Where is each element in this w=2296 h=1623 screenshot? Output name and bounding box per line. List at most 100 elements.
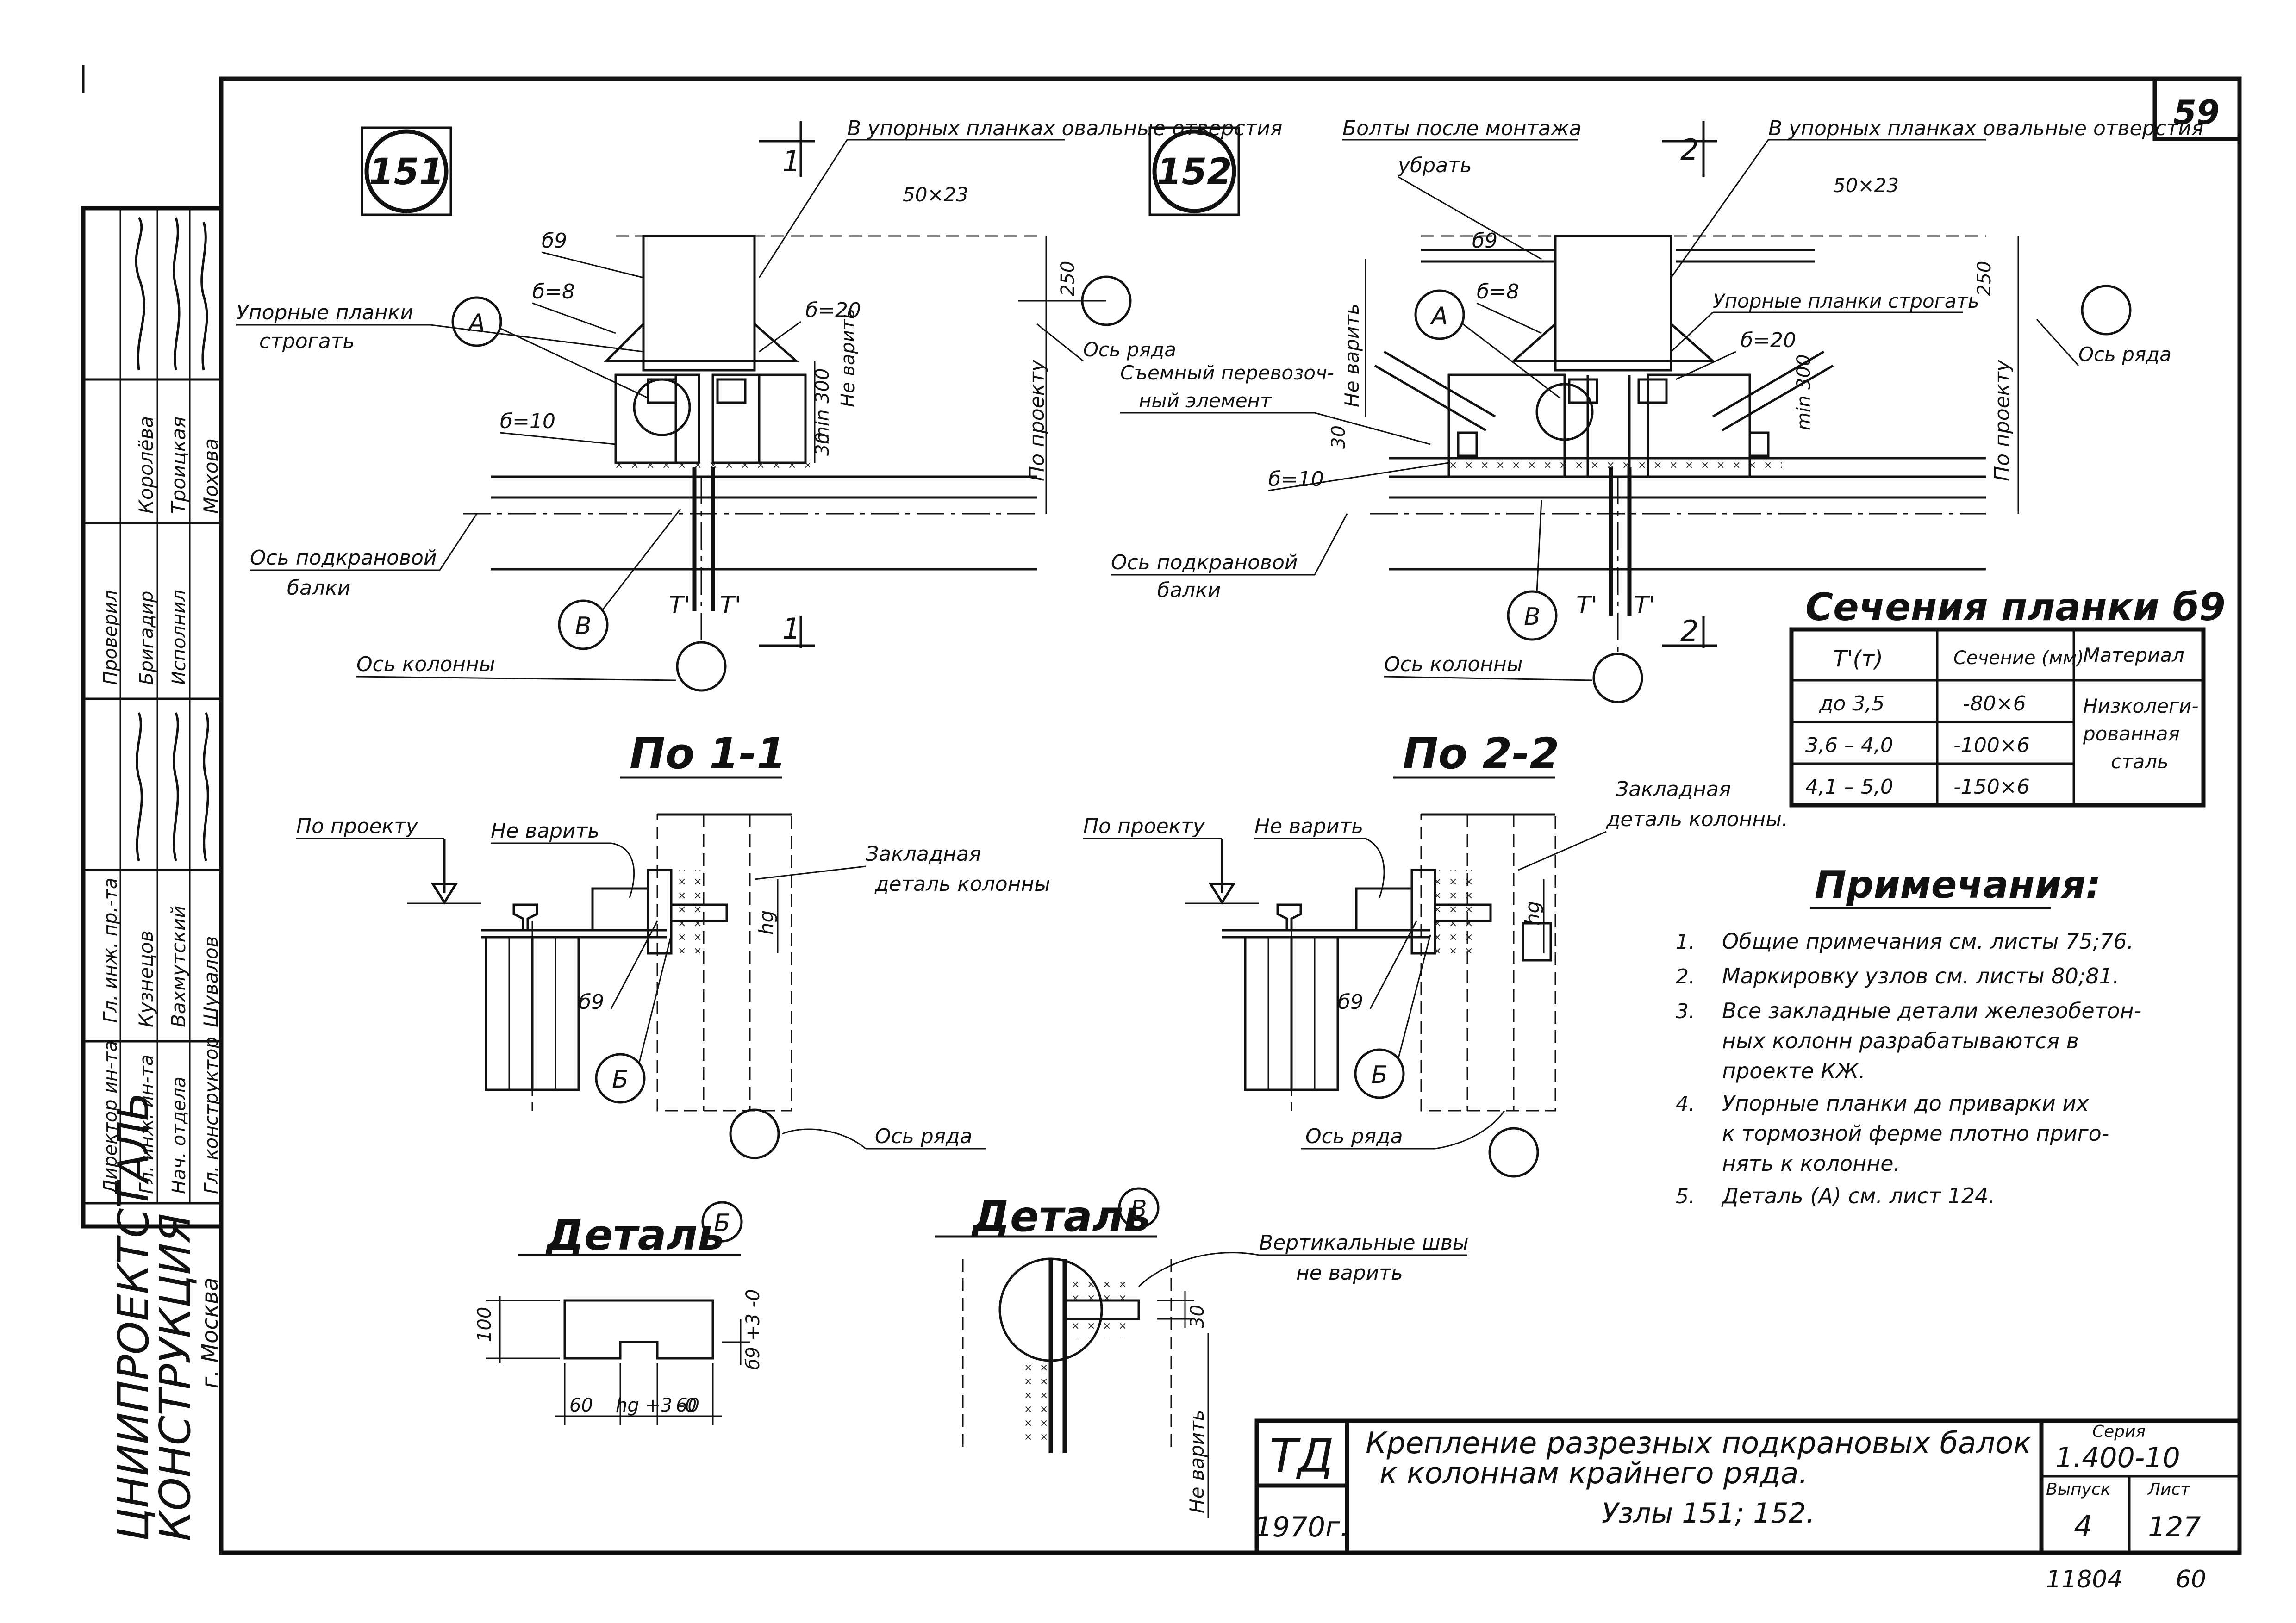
stamp-role-2: Гл. инж. ин-та <box>136 1055 157 1194</box>
stop-plate-left <box>603 321 645 362</box>
sheet-label: Лист <box>2147 1480 2190 1499</box>
dim-30: 30 <box>812 432 833 456</box>
detail-b-drawing: Деталь Б 100 б9 +3 -0 60 hg +3 -0 60 <box>474 1201 764 1425</box>
detail-v-note-1: Вертикальные швы <box>1259 1231 1469 1255</box>
callout-b20: б=20 <box>1741 329 1796 352</box>
detail-a: А <box>1430 302 1448 330</box>
stop-plates-note: Упорные планки строгать <box>1713 290 1979 312</box>
axis-beam-label-2: балки <box>287 576 350 600</box>
note-4-line-2: к тормозной ферме плотно приго- <box>1722 1121 2109 1146</box>
table-row2-t: 3,6 – 4,0 <box>1805 734 1893 757</box>
stamp-name-1: Кузнецов <box>135 931 157 1027</box>
axis-row-label: Ось ряда <box>1083 338 1176 361</box>
callout-b8: б=8 <box>1477 280 1519 304</box>
table-header-t: T'(т) <box>1833 646 1883 672</box>
sheet: 127 <box>2148 1511 2201 1543</box>
axis-beam-label-1: Ось подкрановой <box>250 546 437 570</box>
section-mark: 1 <box>782 144 800 178</box>
stamp-role-8: Исполнил <box>168 590 190 685</box>
node-151: 151 В упорных планках овальные отверстия… <box>236 117 1282 692</box>
callout-b10: б=10 <box>500 410 555 433</box>
org-name-1: ЦНИИПРОЕКТСТАЛЬ <box>109 1092 158 1541</box>
signature-scribble <box>136 712 143 861</box>
b9: б9 <box>579 990 604 1014</box>
detail-v-drawing: Деталь В Вертикальные швы не варить 30 Н… <box>935 1187 1469 1518</box>
zaklad-2: деталь колонны. <box>1606 808 1788 831</box>
column-axis-circle <box>676 641 727 692</box>
detail-b-mark: Б <box>714 1209 730 1237</box>
removable-element-1: Съемный перевозоч- <box>1120 361 1334 384</box>
callout-b9: б9 <box>542 229 567 253</box>
force-left: T' <box>1576 591 1597 619</box>
table-row1-t: до 3,5 <box>1819 692 1884 715</box>
axis-row: Ось ряда <box>875 1125 973 1148</box>
stamp-role-1: Директор ин-та <box>100 1040 121 1195</box>
axis-row: Ось ряда <box>1305 1125 1403 1148</box>
node-label-circle <box>364 129 449 213</box>
note-5-num: 5. <box>1676 1185 1695 1208</box>
detail-a-circle <box>451 296 502 347</box>
plank-table-title: Сечения планки б9 <box>1805 585 2226 629</box>
oval-size: 50×23 <box>903 183 968 206</box>
dim-30: 30 <box>1328 425 1349 449</box>
note-4-line-1: Упорные планки до приварки их <box>1722 1091 2089 1116</box>
section-1-1: По 1-1 По проекту Не варить Закладная де… <box>296 729 1050 1159</box>
note-2-line-1: Маркировку узлов см. листы 80;81. <box>1722 964 2120 989</box>
section-mark-bottom: 2 <box>1680 614 1698 648</box>
signature-scribble <box>173 712 179 861</box>
axis-beam-label-2: балки <box>1157 578 1221 602</box>
axis-beam-label-1: Ось подкрановой <box>1111 551 1298 574</box>
issue-label: Выпуск <box>2046 1480 2111 1499</box>
axis-column-label: Ось колонны <box>1384 653 1523 676</box>
note-3-line-2: ных колонн разрабатываются в <box>1722 1028 2079 1053</box>
stamp-name-4: Троицкая <box>167 417 190 514</box>
detail-v-title: Деталь <box>971 1192 1150 1241</box>
note-4-num: 4. <box>1676 1092 1695 1116</box>
year: 1970г. <box>1254 1511 1348 1543</box>
stamp-role-3: Нач. отдела <box>168 1076 190 1194</box>
note-1-num: 1. <box>1676 930 1695 954</box>
plank-table: Сечения планки б9 T'(т) Сечение (мм) Мат… <box>1789 585 2226 808</box>
note-2-num: 2. <box>1676 965 1695 989</box>
note-3-line-1: Все закладные детали железобетон- <box>1722 998 2141 1023</box>
title-line-1: Крепление разрезных подкрановых балок <box>1366 1426 2031 1461</box>
series-label: Серия <box>2092 1422 2146 1441</box>
oval-size: 50×23 <box>1833 174 1899 197</box>
node-label: 151 <box>369 151 444 193</box>
bolts-note-1: Болты после монтажа <box>1342 117 1582 140</box>
detail-b-dim-mid: hg +3 -0 <box>616 1395 697 1416</box>
detail-b-dim-side: б9 +3 -0 <box>742 1289 764 1370</box>
detail-v: В <box>575 612 592 640</box>
detail-b-title: Деталь <box>545 1210 724 1260</box>
stamp-role-5: Гл. инж. пр.-та <box>100 878 121 1023</box>
row-axis-circle <box>729 1108 780 1159</box>
detail-v-dim: 30 <box>1187 1305 1208 1328</box>
callout-b10: б=10 <box>1268 467 1324 491</box>
series: 1.400-10 <box>2055 1442 2180 1474</box>
org-name-2: КОНСТРУКЦИЯ <box>150 1213 200 1541</box>
detail-b: Б <box>1371 1061 1388 1089</box>
sheet-number-box <box>2152 76 2242 141</box>
node-label-circle <box>1152 129 1236 213</box>
dim-po-proektu: По проекту <box>1990 359 2014 481</box>
stamp-name-2: Вахмутский <box>167 906 190 1027</box>
note-1-line-1: Общие примечания см. листы 75;76. <box>1722 929 2134 954</box>
dim-min300: min 300 <box>1793 354 1815 431</box>
material-2: рованная <box>2083 722 2180 745</box>
zaklad-1: Закладная <box>1616 777 1731 801</box>
force-right: T' <box>720 591 741 619</box>
axis-column-label: Ось колонны <box>356 653 495 676</box>
td-mark: ТД <box>1269 1429 1334 1483</box>
footer-code-2: 60 <box>2176 1566 2206 1593</box>
section-title: По 1-1 <box>630 729 786 778</box>
oval-note: В упорных планках овальные отверстия <box>1768 117 2203 140</box>
row-axis-circle <box>1488 1127 1539 1178</box>
stop-plates-note-2: строгать <box>259 330 355 353</box>
dim-250: 250 <box>1057 261 1079 296</box>
table-header-section: Сечение (мм) <box>1953 647 2084 669</box>
detail-v-side-note: Не варить <box>1185 1410 1208 1513</box>
node-label: 152 <box>1157 151 1232 193</box>
table-header-material: Материал <box>2083 644 2184 666</box>
side-stamp: Директор ин-та Гл. инж. пр.-та Проверил … <box>81 206 224 1541</box>
